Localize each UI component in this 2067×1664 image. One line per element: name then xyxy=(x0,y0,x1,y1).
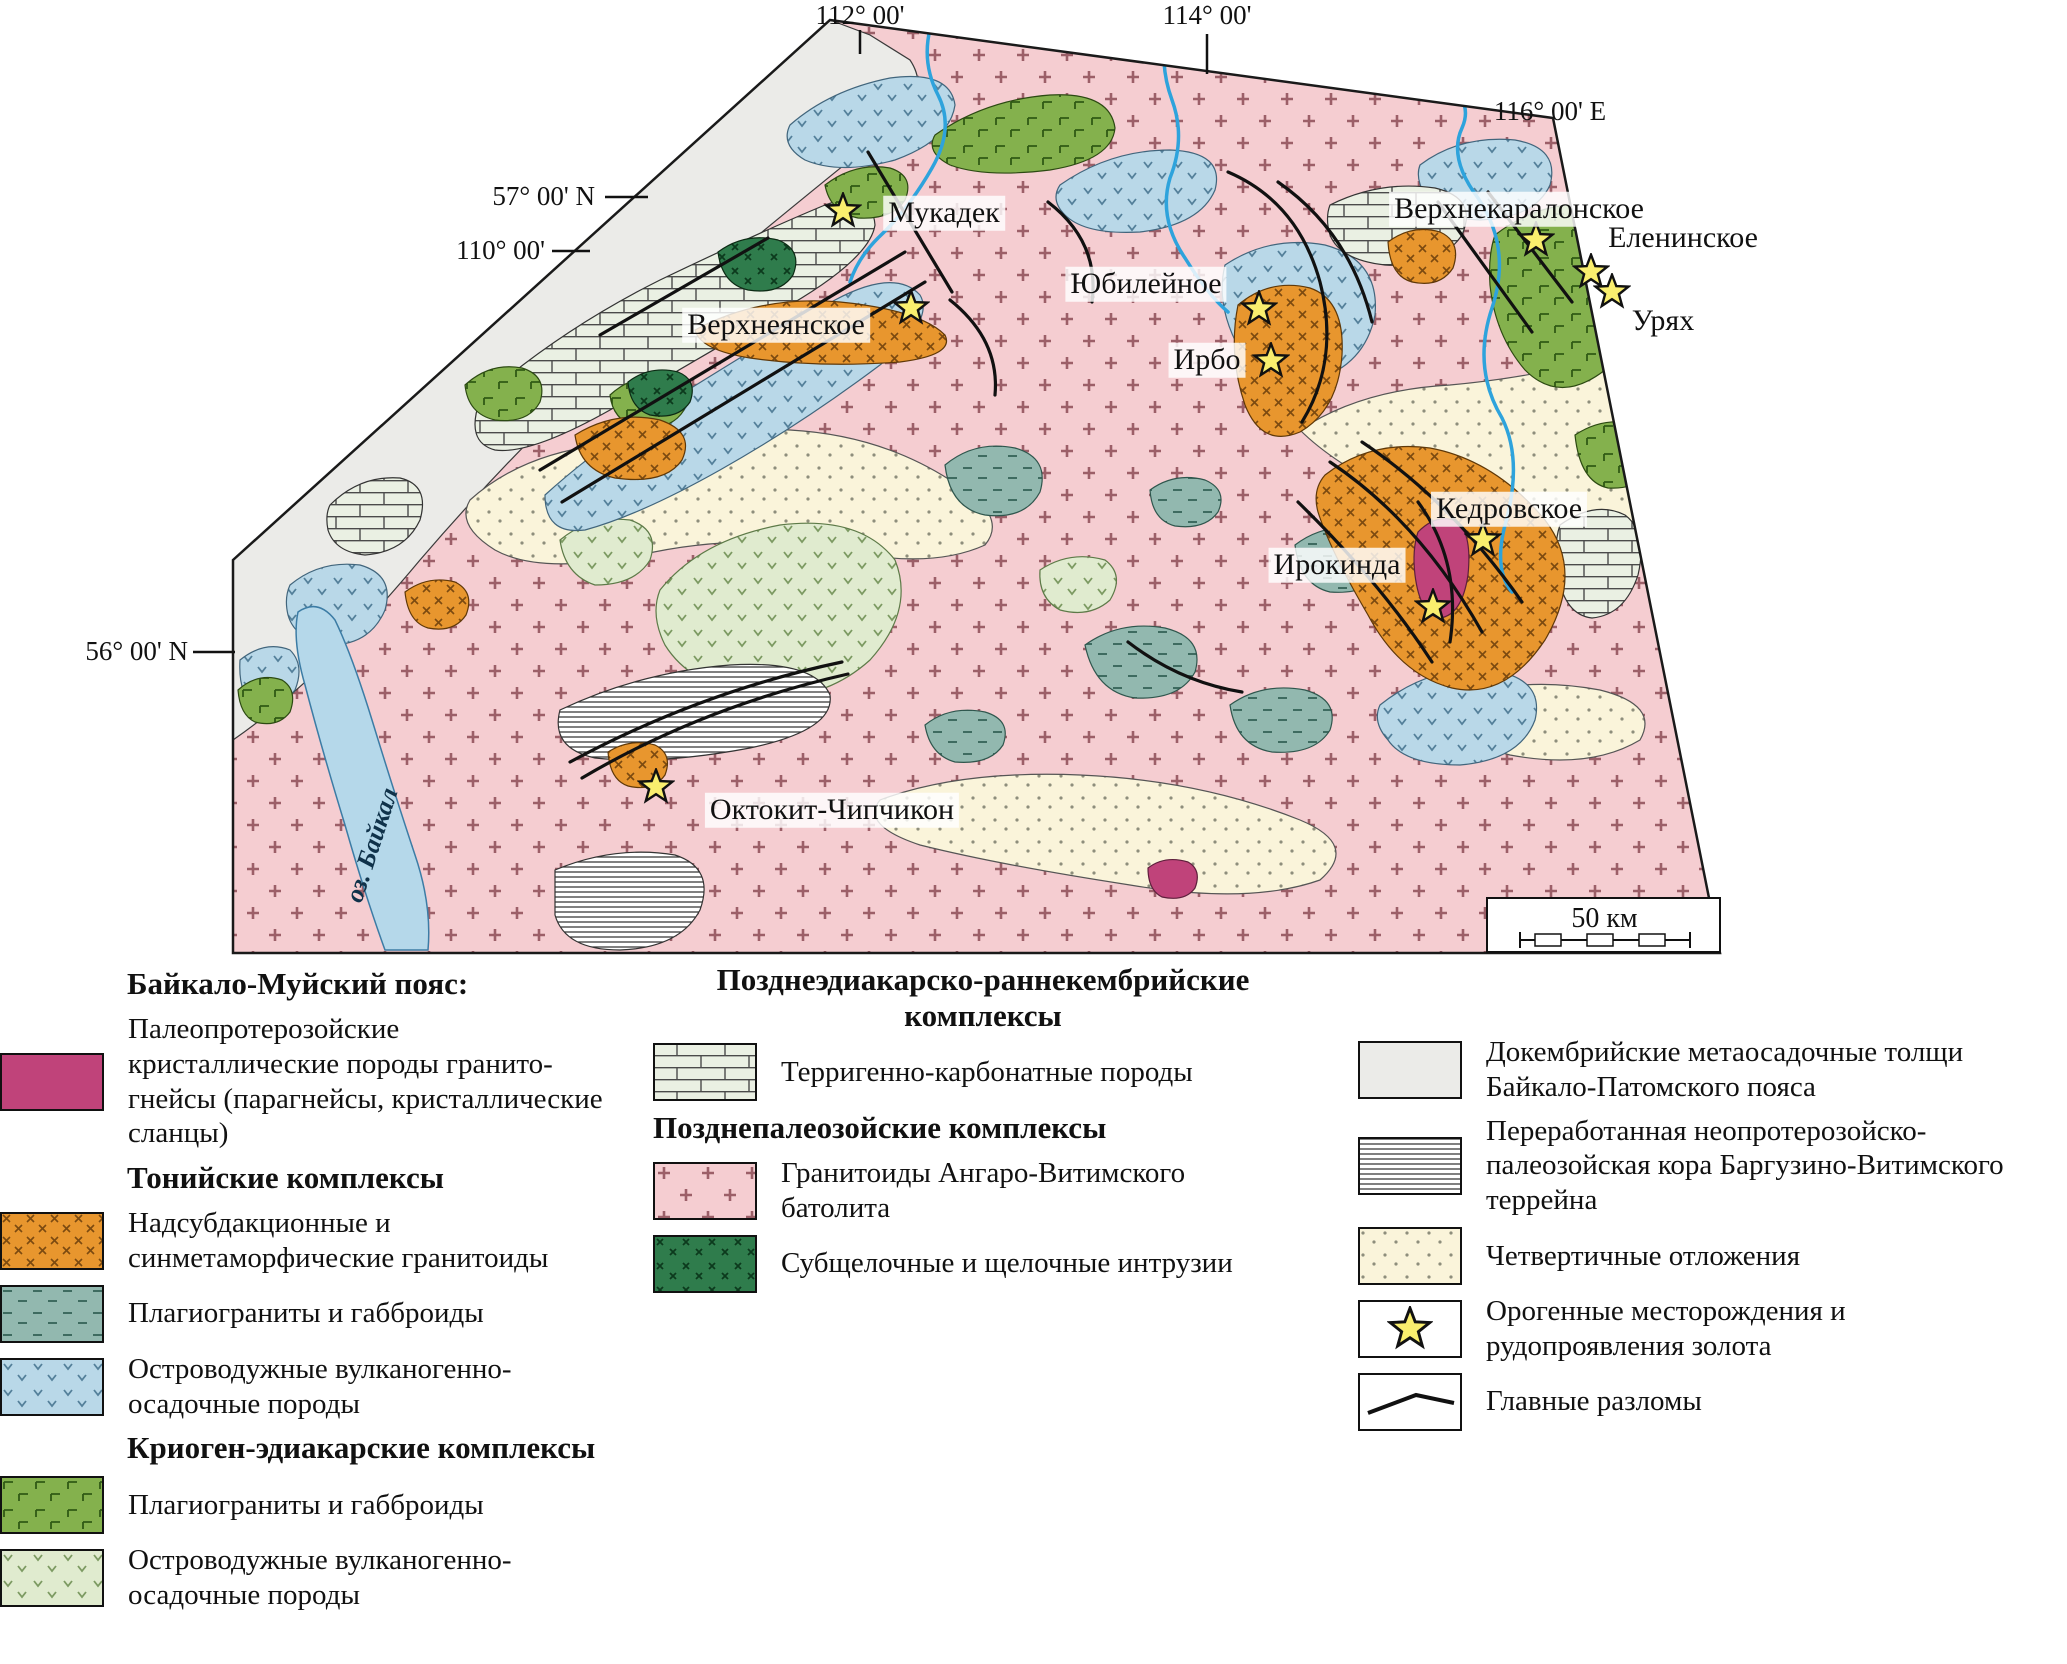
legend-label: Главные разломы xyxy=(1486,1385,1702,1418)
swatch-batholith xyxy=(653,1161,757,1220)
legend-item-alkaline: Субщелочные и щелочные интрузии xyxy=(653,1234,1353,1293)
legend-label: Гранитоиды Ангаро-Витимского батолита xyxy=(781,1157,1186,1224)
legend-heading-paleozoic: Позднепалеозойские комплексы xyxy=(653,1110,1107,1145)
legend-label: Переработанная неопротерозойско-палеозой… xyxy=(1486,1114,2004,1217)
swatch-reworked xyxy=(1358,1136,1462,1195)
legend-heading-cryogenian: Криоген-эдиакарские комплексы xyxy=(127,1430,596,1466)
swatch-paleoproterozoic xyxy=(0,1052,104,1111)
legend-item-suprasubduction: Надсубдакционные и синметаморфические гр… xyxy=(0,1206,640,1276)
legend-item-quaternary: Четвертичные отложения xyxy=(1358,1226,2064,1285)
legend-label: Орогенные месторождения и рудопроявления… xyxy=(1486,1294,1846,1362)
legend-column-left: Байкало-Муйский пояс: Палеопротерозойски… xyxy=(0,966,640,1622)
legend-column-right: Докембрийские метаосадочные толщи Байкал… xyxy=(1358,1026,2064,1440)
legend-label: Островодужные вулканогенно-осадочные пор… xyxy=(128,1544,512,1612)
legend-item-batholith: Гранитоиды Ангаро-Витимского батолита xyxy=(653,1156,1353,1226)
tick-112: 112° 00' xyxy=(815,0,905,30)
swatch-plagiogranite-teal xyxy=(0,1284,104,1343)
swatch-gold-star xyxy=(1358,1299,1462,1358)
geological-map-svg xyxy=(193,18,1722,955)
coordinate-ticks xyxy=(193,30,1209,654)
alkaline-intrusion-areas xyxy=(627,237,797,417)
deposit-label: Мукадек xyxy=(883,195,1005,231)
legend-item-plagiogranite-green: Плагиограниты и габброиды xyxy=(0,1476,640,1535)
deposit-label: Октокит-Чипчикон xyxy=(704,792,960,828)
swatch-carbonate xyxy=(653,1043,757,1101)
legend-item-metasedimentary: Докембрийские метаосадочные толщи Байкал… xyxy=(1358,1035,2064,1105)
legend-item-paleoproterozoic: Палеопротерозойские кристаллические поро… xyxy=(0,1012,640,1151)
legend-heading-ediacaran: Позднеэдиакарско-раннекембрийские компле… xyxy=(716,962,1250,1033)
legend-label: Островодужные вулканогенно-осадочные пор… xyxy=(128,1352,512,1420)
legend-item-island-arc-blue: Островодужные вулканогенно-осадочные пор… xyxy=(0,1352,640,1422)
tick-57n: 57° 00' N xyxy=(492,181,595,211)
deposit-label: Урях xyxy=(1626,303,1700,339)
legend-label: Плагиограниты и габброиды xyxy=(128,1297,484,1330)
legend-label: Терригенно-карбонатные породы xyxy=(781,1055,1193,1088)
tick-56n: 56° 00' N xyxy=(85,636,188,666)
geological-map: 112° 00' 114° 00' 116° 00' E 57° 00' N 1… xyxy=(85,0,1763,955)
legend-item-faults: Главные разломы xyxy=(1358,1372,2064,1431)
legend-column-middle: Позднеэдиакарско-раннекембрийские компле… xyxy=(653,962,1353,1302)
legend-label: Субщелочные и щелочные интрузии xyxy=(781,1247,1233,1280)
legend-label: Четвертичные отложения xyxy=(1486,1239,1801,1272)
swatch-island-arc-blue xyxy=(0,1357,104,1416)
deposit-label: Ирокинда xyxy=(1268,547,1406,583)
tick-110: 110° 00' xyxy=(456,235,545,265)
scale-label: 50 км xyxy=(1571,903,1638,934)
tick-116: 116° 00' E xyxy=(1493,96,1607,126)
deposit-label: Ирбо xyxy=(1168,342,1246,378)
legend-item-gold-deposits: Орогенные месторождения и рудопроявления… xyxy=(1358,1294,2064,1364)
swatch-fault-line xyxy=(1358,1372,1462,1431)
deposit-label: Еленинское xyxy=(1603,220,1763,256)
legend-heading-baikal-muya: Байкало-Муйский пояс: xyxy=(127,966,469,1001)
legend-label: Докембрийские метаосадочные толщи Байкал… xyxy=(1486,1036,1964,1103)
legend-item-island-arc-lightgreen: Островодужные вулканогенно-осадочные пор… xyxy=(0,1543,640,1613)
legend-label: Плагиограниты и габброиды xyxy=(128,1488,484,1521)
deposit-label: Верхнекаралонское xyxy=(1389,191,1649,227)
island-arc-lightgreen-areas xyxy=(559,518,1117,698)
legend-item-reworked: Переработанная неопротерозойско-палеозой… xyxy=(1358,1114,2064,1218)
deposit-label: Верхнеянское xyxy=(682,307,870,343)
swatch-island-arc-lightgreen xyxy=(0,1549,104,1608)
legend-item-plagiogranite-teal: Плагиограниты и габброиды xyxy=(0,1284,640,1343)
lake-baikal xyxy=(295,605,430,951)
legend-label: Надсубдакционные и синметаморфические гр… xyxy=(128,1207,549,1274)
scale-bar xyxy=(1486,897,1721,953)
map-units xyxy=(233,20,1720,953)
swatch-suprasubduction xyxy=(0,1211,104,1270)
legend-heading-tonian: Тонийские комплексы xyxy=(127,1160,444,1196)
swatch-plagiogranite-green xyxy=(0,1476,104,1535)
tick-114: 114° 00' xyxy=(1162,0,1252,30)
legend-label: Палеопротерозойские кристаллические поро… xyxy=(128,1013,603,1150)
map-outline xyxy=(231,18,1722,955)
swatch-alkaline xyxy=(653,1234,757,1293)
deposit-label: Кедровское xyxy=(1430,491,1588,527)
deposit-label: Юбилейное xyxy=(1065,266,1227,302)
swatch-metasedimentary xyxy=(1358,1040,1462,1099)
swatch-quaternary xyxy=(1358,1226,1462,1285)
legend-item-carbonate: Терригенно-карбонатные породы xyxy=(653,1043,1353,1101)
